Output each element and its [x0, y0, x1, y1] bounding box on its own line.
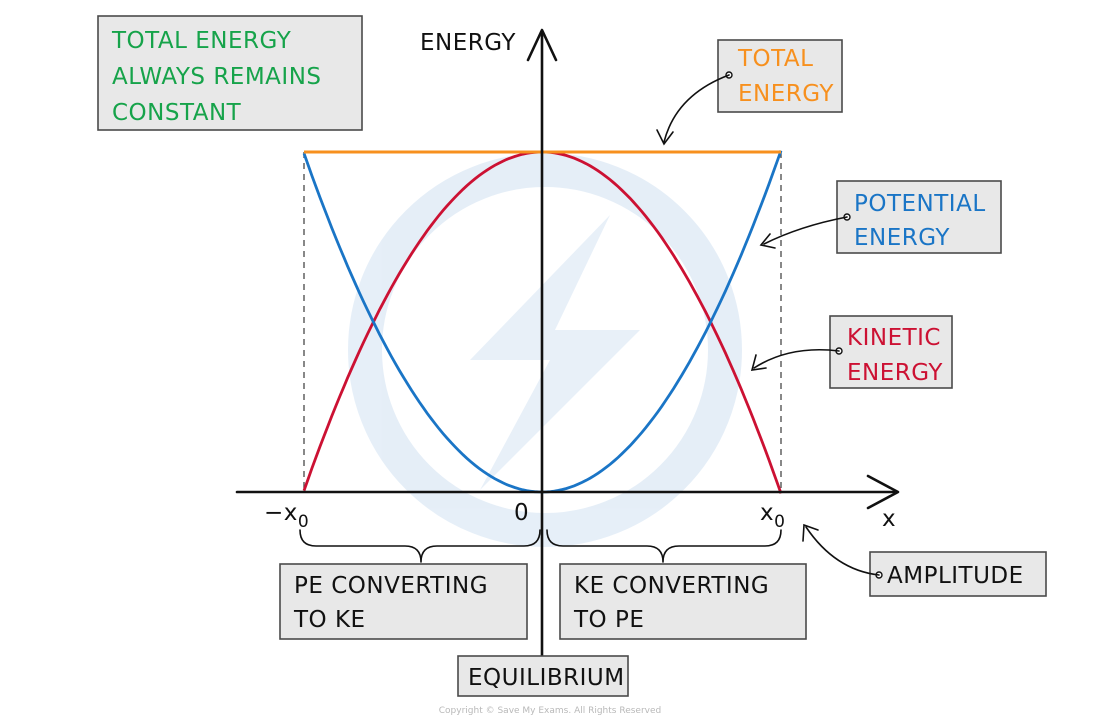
ke-converting-label-line-2: TO PE — [573, 607, 644, 633]
equilibrium-label-box — [457, 655, 629, 697]
pe-converting-label: PE CONVERTING TO KE — [279, 563, 528, 640]
ke-converting-label: KE CONVERTING TO PE — [559, 563, 807, 640]
potential-energy-label-box — [836, 180, 1002, 254]
total-energy-label: TOTAL ENERGY — [656, 39, 843, 146]
kinetic-energy-label: KINETIC ENERGY — [750, 315, 953, 389]
x-axis-arrowhead — [866, 474, 900, 510]
tick-label-x0: x0 — [760, 500, 785, 532]
ke-converting-label-box — [559, 563, 807, 640]
constant-energy-note-box — [97, 15, 363, 131]
equilibrium-label: EQUILIBRIUM — [457, 655, 629, 697]
lightning-bolt-icon — [470, 215, 640, 490]
potential-energy-pointer-arrowhead — [759, 233, 776, 249]
constant-energy-note: TOTAL ENERGY ALWAYS REMAINS CONSTANT — [97, 15, 363, 131]
x-axis-label: x — [882, 506, 896, 532]
total-energy-label-box — [717, 39, 843, 113]
x-axis — [235, 474, 900, 510]
amplitude-label: AMPLITUDE — [802, 523, 1047, 597]
total-energy-label-line-1: TOTAL — [737, 46, 813, 72]
note-line-3: CONSTANT — [112, 100, 242, 126]
note-line-2: ALWAYS REMAINS — [112, 64, 322, 90]
copyright-text: Copyright © Save My Exams. All Rights Re… — [439, 706, 661, 716]
total-energy-label-line-2: ENERGY — [738, 81, 834, 107]
potential-energy-pointer-arrow — [763, 216, 848, 245]
watermark-logo — [348, 153, 742, 547]
note-line-1: TOTAL ENERGY — [111, 28, 292, 54]
kinetic-energy-label-box — [829, 315, 953, 389]
kinetic-energy-label-line-2: ENERGY — [847, 360, 943, 386]
kinetic-energy-label-line-1: KINETIC — [847, 325, 941, 351]
pe-converting-label-box — [279, 563, 528, 640]
amplitude-label-text: AMPLITUDE — [887, 563, 1024, 589]
right-half-brace — [546, 529, 782, 563]
amplitude-pointer-arrow — [805, 526, 880, 576]
amplitude-pointer-arrowhead — [802, 523, 819, 542]
left-half-brace — [299, 529, 541, 563]
potential-energy-label-line-1: POTENTIAL — [854, 191, 986, 217]
pe-converting-label-line-1: PE CONVERTING — [294, 573, 488, 599]
pe-converting-label-line-2: TO KE — [293, 607, 366, 633]
kinetic-energy-pointer-arrowhead — [750, 354, 767, 371]
total-energy-pointer-arrow — [663, 74, 730, 143]
tick-label-origin: 0 — [514, 500, 529, 526]
tick-label-negative-x0: −x0 — [264, 500, 309, 532]
ke-converting-label-line-1: KE CONVERTING — [574, 573, 769, 599]
total-energy-pointer-arrowhead — [656, 129, 674, 146]
equilibrium-label-text: EQUILIBRIUM — [468, 665, 625, 691]
y-axis-label: ENERGY — [420, 30, 516, 56]
amplitude-label-box — [869, 551, 1047, 597]
y-axis-arrowhead — [526, 28, 558, 62]
potential-energy-label: POTENTIAL ENERGY — [759, 180, 1002, 254]
potential-energy-label-line-2: ENERGY — [854, 225, 950, 251]
y-axis — [526, 28, 558, 670]
kinetic-energy-pointer-arrow — [753, 348, 840, 369]
